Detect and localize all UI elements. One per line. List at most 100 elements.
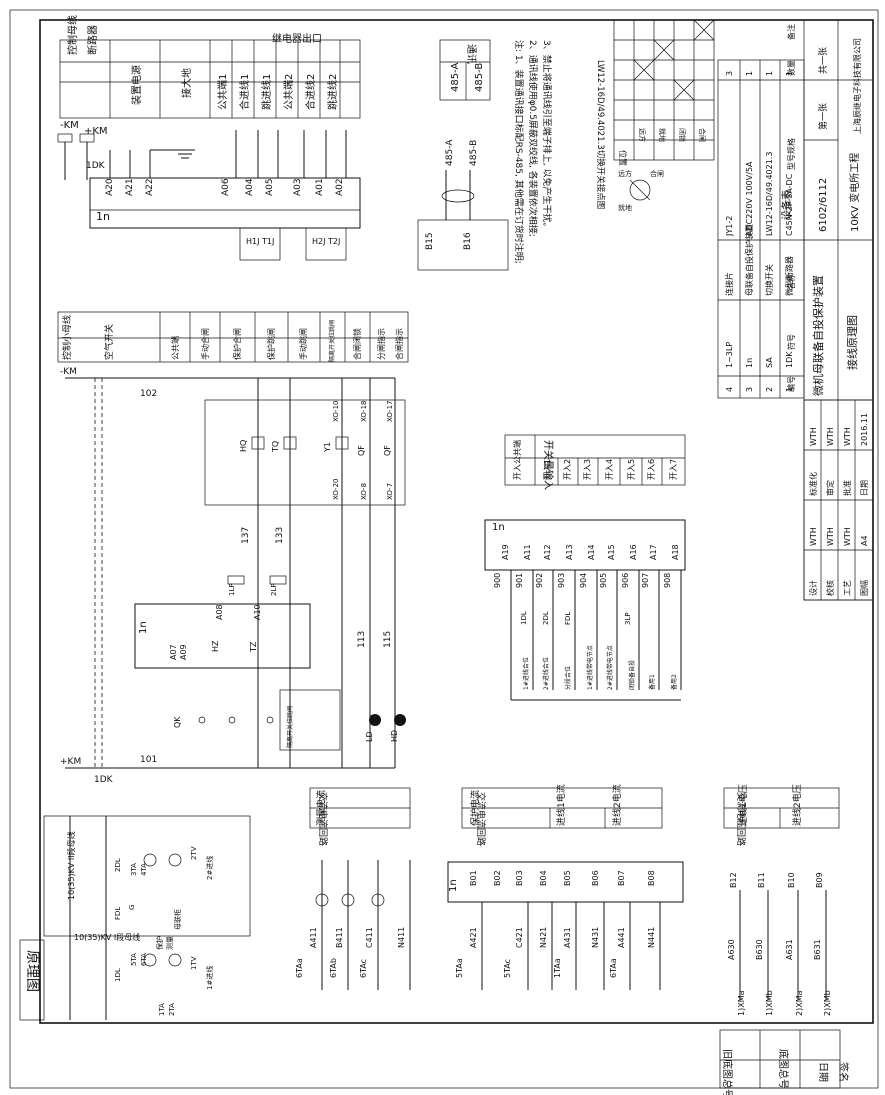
- terminal-label: A18: [671, 544, 680, 560]
- drawing-no: 6102/6112: [818, 178, 829, 232]
- table-cell: 断路器: [86, 25, 99, 55]
- sheet-total: 共一张: [818, 47, 829, 74]
- contact-label: 1DL: [520, 611, 528, 625]
- ac-header: 交流电流回路: [317, 792, 329, 846]
- role: 批准: [842, 480, 852, 496]
- terminal-label: A01: [315, 178, 325, 196]
- terminal-label: A22: [145, 178, 155, 196]
- table-cell: 控制母线: [66, 15, 79, 55]
- name: WTH: [809, 427, 818, 446]
- title-main: 微机母联备自投保护装置: [811, 275, 825, 396]
- table-cell: 跳进线1: [260, 74, 273, 110]
- wire-label: 904: [579, 573, 588, 588]
- device-1n: 1n: [96, 210, 110, 223]
- dial-label: 合闸: [650, 169, 664, 178]
- sl-label: 1DL: [114, 968, 122, 982]
- table-cell: 合闸指示: [394, 328, 404, 360]
- name: 2016.11: [860, 413, 869, 446]
- wire-label: C411: [365, 927, 374, 948]
- terminal-label: A03: [293, 178, 303, 196]
- terminal-label: A20: [105, 178, 115, 196]
- project: 10KV 变电所工程: [848, 153, 861, 232]
- ac-cell: 进线2电压: [791, 784, 803, 826]
- equipment-col: 编号: [786, 376, 796, 392]
- equipment-cell: 1: [785, 387, 794, 392]
- dk-label: 1DK: [86, 161, 106, 171]
- switch-row: 就地: [658, 128, 667, 142]
- terminal-label: A06: [221, 178, 231, 196]
- input-table: 开关量输入 开入公共端 开入1 开入2 开入3 开入4 开入5 开入6 开入7: [504, 434, 686, 490]
- xo-label: XO-20: [332, 479, 340, 501]
- input-desc: 2#进线带电节点: [606, 645, 614, 690]
- input-item: 开入7: [669, 459, 678, 480]
- wire-label: 901: [515, 573, 524, 588]
- equipment-cell: ADC220V 100V/5A: [745, 161, 754, 236]
- equipment-col: 数量: [786, 60, 796, 76]
- contact-label: FDL: [564, 612, 572, 625]
- switch-caption: LW12-16D/49.4021.3切换开关接点图: [595, 60, 606, 209]
- ac-right-table: 交流电压回路 进线1电压 进线2电压: [723, 784, 840, 846]
- note-box: 隔离开关拉跳闸: [286, 706, 294, 748]
- equipment-cell: 母联备自投保护装置: [744, 224, 754, 296]
- equipment-cell: 1: [745, 71, 754, 76]
- table-cell: 跳进线2: [326, 74, 339, 110]
- wire-label: A411: [309, 927, 318, 948]
- title-block: 微机母联备自投保护装置 接线原理图 6102/6112 10KV 变电所工程 第…: [803, 19, 874, 601]
- notes: 注: 1、装置通讯接口标配RS-485, 其他需在订货时注明; 2、通讯线使用φ…: [513, 40, 553, 264]
- ac-cell: 测量电流: [315, 790, 327, 826]
- sl-label: 4TA: [140, 863, 148, 876]
- role: 图幅: [859, 580, 869, 596]
- terminal-label: B12: [729, 872, 738, 888]
- input-desc: 分段合位: [564, 666, 572, 690]
- table-cell: 公共端2: [282, 74, 295, 110]
- lamp-label: HD: [390, 730, 399, 742]
- wire-label: 906: [621, 573, 630, 588]
- km-label: +KM: [60, 757, 81, 767]
- terminal-label: B08: [647, 870, 656, 886]
- ammeter-icon: [371, 893, 385, 907]
- coil-label: H1J: [246, 237, 259, 246]
- ac-header: 交流电压回路: [735, 792, 747, 846]
- ct-left-wiring: 6TAa 6TAb 6TAc A411 B411 C411 N411: [295, 860, 411, 990]
- terminal-label: A11: [523, 544, 532, 560]
- left-label: 签名: [837, 1062, 850, 1082]
- switch-row: 远方: [638, 128, 647, 142]
- pt-right-wiring: B12 B11 B10 B09 A630 B630 A631 B631 1)XM…: [727, 872, 832, 1016]
- terminal-label: B04: [539, 870, 548, 886]
- switch-label: HZ: [211, 640, 220, 652]
- wire-label: 908: [663, 573, 672, 588]
- wire-label: N421: [539, 927, 548, 948]
- terminal-label: A14: [587, 544, 596, 560]
- role: 审定: [825, 480, 835, 496]
- equipment-col: 备注: [786, 24, 796, 40]
- ct-label: 6TAa: [609, 958, 618, 978]
- input-header: 开关量输入: [542, 440, 555, 490]
- equipment-cell: LW12-16D/49.4021.3: [765, 152, 774, 236]
- terminal-label: A17: [649, 544, 658, 560]
- terminal-label: B02: [493, 870, 502, 886]
- left-label: 日期: [817, 1062, 829, 1082]
- ct-label: 5TAa: [455, 958, 464, 978]
- terminal-label: A02: [335, 178, 345, 196]
- table-cell: 装置电源: [130, 65, 143, 105]
- xo-label: XO-7: [386, 483, 394, 500]
- sl-label: 3TA: [130, 863, 138, 876]
- ac-left-table: 交流电流回路 测量电流: [309, 787, 411, 846]
- comm-wiring: B15 B16 485-A 485-B: [417, 139, 509, 271]
- terminal-label: B05: [563, 870, 572, 886]
- terminal-label: A21: [125, 178, 135, 196]
- top-terminal-table: 控制母线 断路器 装置电源 接大地 继电器出口 公共端1 合进线1 跳进线1 公…: [59, 15, 361, 119]
- xo-label: XO-8: [360, 483, 368, 500]
- ac-header: 交流电流回路: [475, 792, 487, 846]
- ac-mid-table: 交流电流回路 保护电流 进线1电流 进线2电流: [461, 784, 663, 846]
- note-line: 注: 1、装置通讯接口标配RS-485, 其他需在订货时注明;: [513, 40, 525, 264]
- sheet-no: 第一张: [817, 103, 829, 130]
- ct-mid-wiring: 1n B01 B02 B03 B04 B05 B06 B07 B08 5TAa …: [447, 861, 684, 990]
- equipment-cell: 1~3LP: [725, 342, 734, 368]
- terminal-label: A16: [629, 544, 638, 560]
- equipment-cell: 3: [745, 387, 754, 392]
- input-item: 开入3: [583, 459, 592, 480]
- dk-label: 1DK: [94, 775, 114, 785]
- principle-box: 原理图: [19, 939, 45, 1021]
